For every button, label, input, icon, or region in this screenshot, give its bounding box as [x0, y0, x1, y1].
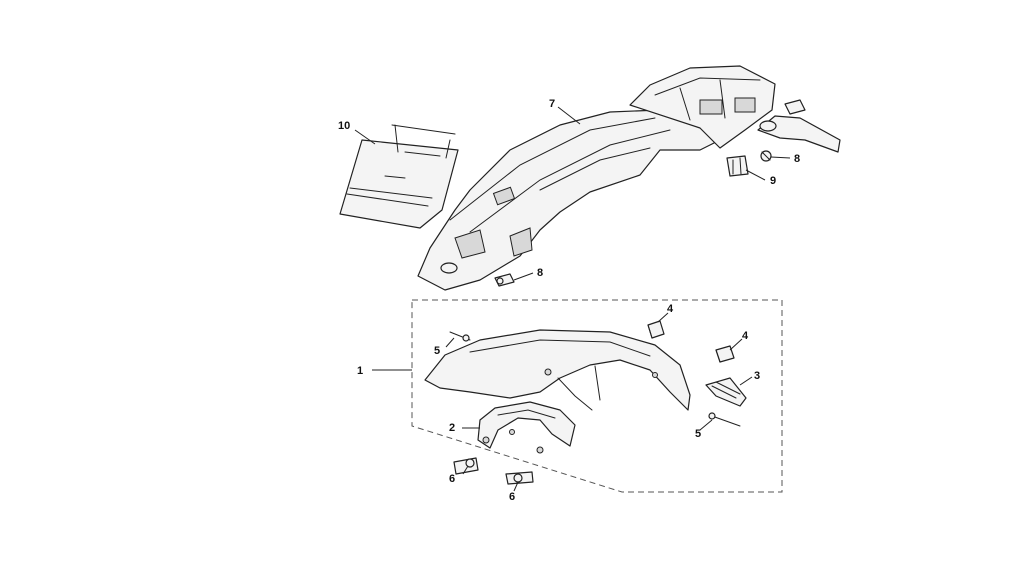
callout-5-a: 5 [434, 345, 440, 357]
callout-8-a: 8 [794, 153, 800, 165]
callout-1: 1 [357, 365, 363, 377]
leader-lines [354, 106, 791, 492]
part-4-bushing-a [647, 320, 665, 339]
part-2-fender-stay [477, 401, 576, 454]
callout-7: 7 [549, 98, 555, 110]
part-8-nut-upper [760, 150, 772, 162]
part-3-reflector [705, 377, 747, 407]
front-fender-assembly-outline [411, 299, 783, 493]
callout-6-a: 6 [449, 473, 455, 485]
callout-8-b: 8 [537, 267, 543, 279]
callout-2: 2 [449, 422, 455, 434]
part-4-bushing-b [715, 345, 735, 363]
part-7-rear-fender [417, 65, 841, 291]
callout-5-b: 5 [695, 428, 701, 440]
callout-9: 9 [770, 175, 776, 187]
callout-10: 10 [338, 120, 350, 132]
callout-6-b: 6 [509, 491, 515, 503]
callout-4-b: 4 [742, 330, 749, 342]
callout-3: 3 [754, 370, 760, 382]
part-6-bolt-a [453, 457, 479, 475]
part-5-screw-b [708, 412, 741, 427]
part-8-bolt-lower [494, 273, 515, 287]
part-5-screw-a [449, 331, 471, 342]
callout-4-a: 4 [667, 303, 674, 315]
part-10-mud-flap [339, 124, 459, 229]
part-1-front-fender [424, 329, 691, 411]
part-6-bolt-b [505, 471, 534, 485]
part-9-bracket-clip [726, 155, 749, 177]
